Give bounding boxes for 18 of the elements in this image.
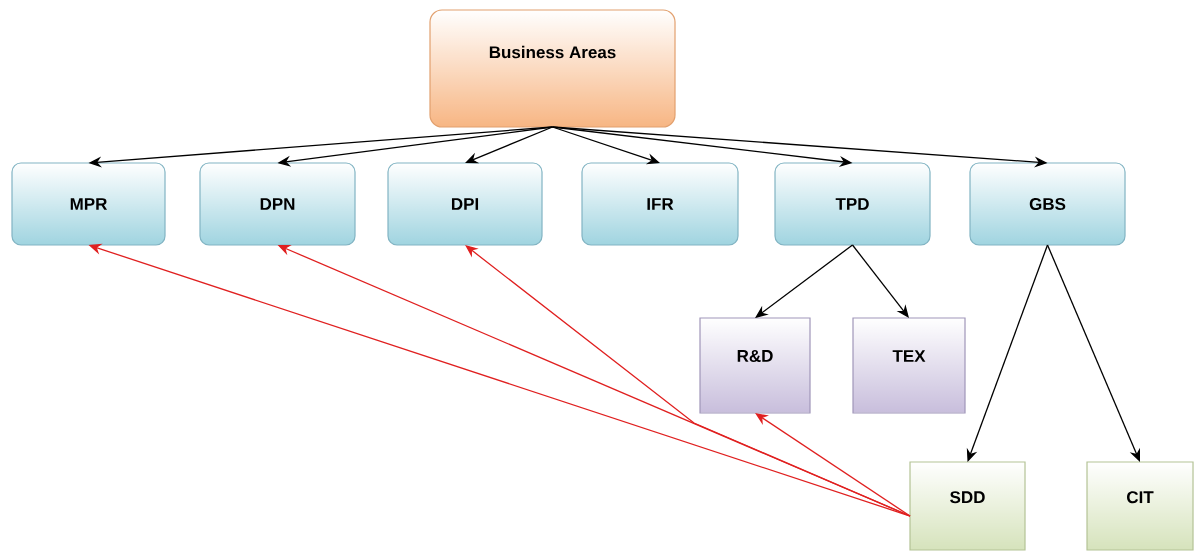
sub-box: CIT <box>1086 461 1194 551</box>
category-box: GBS <box>969 162 1126 246</box>
arrow <box>755 413 911 517</box>
category-box: TPD <box>774 162 931 246</box>
sub-box: TEX <box>852 317 966 414</box>
arrow <box>966 244 1049 462</box>
category-box: IFR <box>581 162 739 246</box>
arrow <box>851 244 909 318</box>
category-box: MPR <box>11 162 166 246</box>
arrow <box>1046 244 1140 462</box>
top-box: Business Areas <box>429 9 676 128</box>
arrow <box>465 126 554 164</box>
arrow <box>755 244 854 318</box>
sub-box: SDD <box>909 461 1026 551</box>
sub-box: R&D <box>699 317 811 414</box>
category-box: DPN <box>199 162 356 246</box>
arrow <box>465 245 911 517</box>
category-box: DPI <box>387 162 543 246</box>
